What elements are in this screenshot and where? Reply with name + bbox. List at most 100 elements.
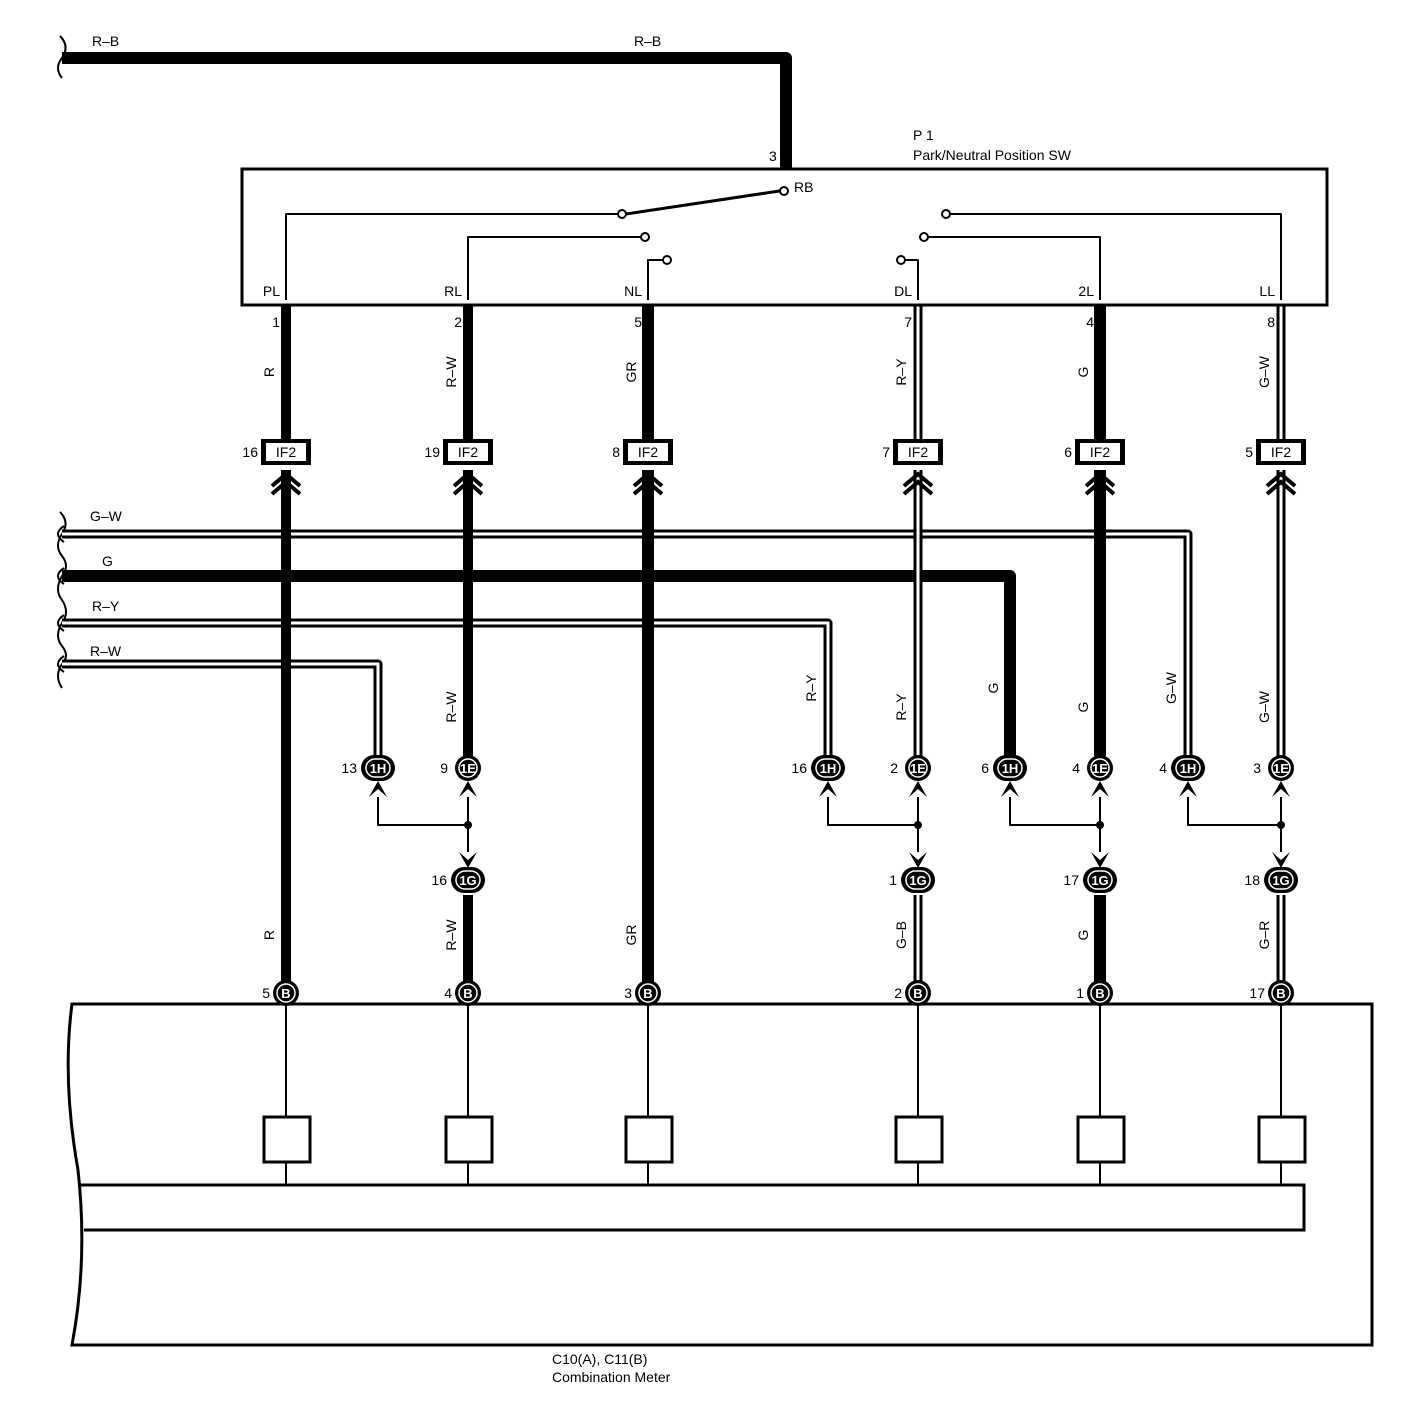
wire-color-label: G — [1075, 702, 1091, 713]
connector-1e-label: 1E — [910, 761, 926, 776]
b-pin-number: 2 — [894, 985, 902, 1001]
connector-1e-ring — [908, 758, 928, 778]
switch-contact — [640, 232, 650, 242]
wire-color-label: G — [985, 683, 1001, 694]
connector-b-ring — [276, 983, 296, 1003]
if2-pin-number: 6 — [1064, 444, 1072, 460]
if2-pin-number: 16 — [242, 444, 258, 460]
switch-contact — [941, 209, 951, 219]
switch-circuit-line — [467, 236, 641, 300]
wire-break-mark — [57, 614, 65, 632]
connector-1g-ring — [1087, 870, 1113, 890]
connector-if2-label: IF2 — [908, 444, 928, 460]
connector-b-label: B — [1276, 986, 1285, 1001]
connector-if2-arrow — [1084, 471, 1116, 488]
connector-layer: IF216B5IF2191E91H131G16B4IF28B3IF271E21H… — [242, 439, 1306, 1006]
connector-b-ring — [1271, 983, 1291, 1003]
connector-1h-arrow — [369, 781, 387, 797]
harness-wire-color: G — [102, 553, 113, 569]
meter-ref: C10(A), C11(B) — [552, 1351, 647, 1367]
1e-pin-number: 3 — [1253, 760, 1261, 776]
connector-b-ring — [1090, 983, 1110, 1003]
connector-1g-label: 1G — [459, 873, 476, 888]
meter-body — [66, 1002, 1374, 1347]
junction-wire — [1187, 797, 1281, 826]
connector-if2-arrow — [452, 471, 484, 488]
wire-color-label: R–W — [443, 919, 459, 951]
indicator-lamp — [624, 1115, 674, 1164]
switch-pin-number: 8 — [1267, 314, 1275, 330]
connector-if2-arrow — [1084, 479, 1116, 496]
1h-pin-number: 13 — [341, 760, 357, 776]
connector-if2-face — [898, 443, 938, 461]
switch-circuit-line — [905, 259, 919, 300]
connector-if2-label: IF2 — [638, 444, 658, 460]
1h-pin-number: 4 — [1159, 760, 1167, 776]
wire-break-mark — [57, 35, 67, 79]
splice-point — [1096, 821, 1104, 829]
wire-core — [62, 662, 380, 768]
indicator-lamp — [1257, 1115, 1307, 1164]
connector-if2-label: IF2 — [458, 444, 478, 460]
connector-1e-arrow — [909, 781, 927, 797]
connector-b-ring — [638, 983, 658, 1003]
connector-1h-label: 1H — [1002, 761, 1019, 776]
connector-b-ring — [908, 983, 928, 1003]
switch-circuit-line — [285, 213, 618, 300]
supply-wire-color-top: R–B — [634, 33, 661, 49]
switch-common-terminal: RB — [794, 179, 813, 195]
connector-if2-arrow — [902, 471, 934, 488]
wire-color-label: R–Y — [893, 693, 909, 721]
switch-terminal-label: LL — [1259, 283, 1275, 299]
supply-wire-color-left: R–B — [92, 33, 119, 49]
if2-pin-number: 5 — [1245, 444, 1253, 460]
switch-pin-number: 2 — [454, 314, 462, 330]
harness-wire-color: R–Y — [92, 598, 120, 614]
switch-contact — [662, 255, 672, 265]
connector-1h-ring — [815, 758, 841, 778]
b-pin-number: 3 — [624, 985, 632, 1001]
harness-wire-color: G–W — [90, 508, 123, 524]
1e-pin-number: 9 — [440, 760, 448, 776]
connector-b-ring — [458, 983, 478, 1003]
splice-point — [464, 821, 472, 829]
switch-pin-number: 1 — [272, 314, 280, 330]
connector-1g-arrow — [1091, 852, 1109, 868]
connector-1h-arrow — [1179, 781, 1197, 797]
connector-1g-ring — [1268, 870, 1294, 890]
connector-if2-arrow — [632, 479, 664, 496]
connector-1h-ring — [365, 758, 391, 778]
connector-1g-label: 1G — [909, 873, 926, 888]
meter-ground-bus — [80, 1183, 1306, 1232]
indicator-lamp — [1076, 1115, 1126, 1164]
connector-1g-arrow — [909, 852, 927, 868]
connector-if2-face — [1080, 443, 1120, 461]
switch-pin-number: 7 — [904, 314, 912, 330]
wire-color-label: R–W — [443, 691, 459, 723]
switch-ref: P 1 — [913, 127, 934, 143]
indicator-lamp — [894, 1115, 944, 1164]
connector-b-label: B — [463, 986, 472, 1001]
switch-contact — [617, 209, 627, 219]
connector-1h-ring — [997, 758, 1023, 778]
1e-pin-number: 2 — [890, 760, 898, 776]
junction-wire — [827, 797, 918, 826]
connector-1g-ring — [905, 870, 931, 890]
connector-1e-label: 1E — [1092, 761, 1108, 776]
connector-1g-ring — [455, 870, 481, 890]
connector-1h-arrow — [1001, 781, 1019, 797]
connector-if2-label: IF2 — [1271, 444, 1291, 460]
switch-terminal-label: PL — [263, 283, 280, 299]
connector-if2-arrow — [632, 471, 664, 488]
1g-pin-number: 1 — [889, 872, 897, 888]
connector-b-label: B — [913, 986, 922, 1001]
harness-wire-color: R–W — [90, 643, 122, 659]
connector-1g-arrow — [1272, 852, 1290, 868]
connector-if2-label: IF2 — [276, 444, 296, 460]
b-pin-number: 1 — [1076, 985, 1084, 1001]
harness-wire — [62, 659, 383, 768]
harness-wire — [62, 570, 1016, 768]
connector-if2-arrow — [1265, 471, 1297, 488]
connector-if2-arrow — [270, 471, 302, 488]
